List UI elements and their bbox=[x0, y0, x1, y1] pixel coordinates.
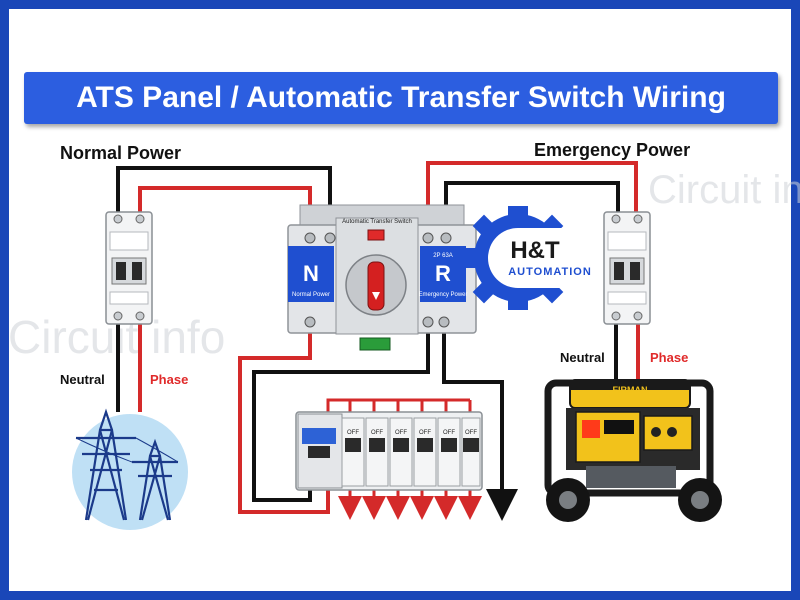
normal-power-label: Normal Power bbox=[60, 143, 182, 163]
wire-ats-output-phase bbox=[238, 330, 330, 514]
breaker-label-4: OFF bbox=[419, 430, 431, 436]
ats-name-text: Automatic Transfer Switch bbox=[342, 219, 412, 225]
breaker-label-1: OFF bbox=[347, 430, 359, 436]
phase-label-left: Phase bbox=[150, 372, 189, 387]
watermark-right: Circuit info bbox=[648, 168, 800, 212]
wire-ats-output-neutral-2 bbox=[442, 330, 518, 521]
generator-brand: FIRMAN bbox=[613, 385, 648, 395]
emergency-power-label: Emergency Power bbox=[534, 140, 691, 160]
breaker-label-2: OFF bbox=[371, 430, 383, 436]
breaker-label-6: OFF bbox=[465, 430, 477, 436]
normal-power-breaker bbox=[105, 211, 153, 325]
logo-line1: H&T bbox=[510, 237, 560, 264]
generator-image bbox=[544, 379, 722, 522]
ats-model-text: 2P 63A bbox=[433, 253, 453, 259]
wire-ats-output-neutral bbox=[252, 330, 430, 502]
ats-reserve-caption: Emergency Power bbox=[418, 292, 467, 298]
gear-icon bbox=[466, 206, 598, 310]
phase-label-right: Phase bbox=[650, 350, 689, 365]
transmission-tower-icon bbox=[72, 408, 188, 530]
wire-normal-neutral bbox=[116, 166, 332, 236]
logo-line2: AUTOMATION bbox=[508, 266, 592, 278]
wire-emergency-phase bbox=[426, 161, 638, 236]
neutral-label-right: Neutral bbox=[560, 350, 605, 365]
title-banner: ATS Panel / Automatic Transfer Switch Wi… bbox=[24, 72, 778, 124]
output-arrows bbox=[338, 488, 482, 520]
neutral-label-left: Neutral bbox=[60, 372, 105, 387]
ats-reserve-letter: R bbox=[435, 261, 451, 286]
ats-unit: Automatic Transfer Switch N Normal Power… bbox=[287, 204, 477, 351]
breaker-label-3: OFF bbox=[395, 430, 407, 436]
distribution-board: OFF OFF OFF OFF OFF OFF bbox=[295, 411, 483, 491]
wire-normal-phase bbox=[138, 186, 312, 236]
ats-normal-letter: N bbox=[303, 261, 319, 286]
breaker-label-5: OFF bbox=[443, 430, 455, 436]
emergency-power-breaker bbox=[603, 211, 651, 325]
page-title: ATS Panel / Automatic Transfer Switch Wi… bbox=[76, 81, 726, 114]
ats-normal-caption: Normal Power bbox=[292, 292, 330, 298]
